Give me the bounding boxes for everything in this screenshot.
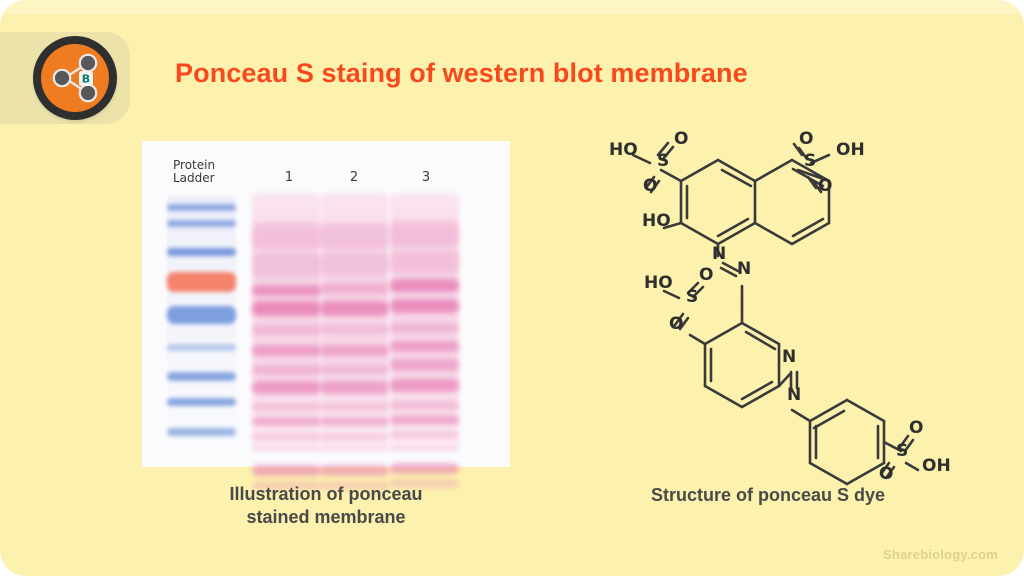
- lane-label-3: 3: [421, 170, 431, 185]
- atom-label-oh-5: OH: [836, 140, 865, 160]
- atom-label-s-6: S: [804, 151, 816, 171]
- lane2-band-5: [320, 325, 389, 334]
- ladder-band-6: [167, 344, 236, 351]
- atom-label-o-14: O: [699, 265, 713, 285]
- ladder-label-line1: Protein: [173, 158, 216, 172]
- page-title: Ponceau S staing of western blot membran…: [175, 58, 748, 88]
- lane3-band-14: [390, 479, 459, 488]
- lane3-band-2: [390, 251, 459, 273]
- lane3-band-7: [390, 359, 459, 371]
- atom-label-o-20: O: [879, 464, 893, 484]
- gel-illustration-panel: Protein Ladder 1 2 3: [142, 141, 510, 490]
- atom-label-n-11: N: [737, 259, 751, 279]
- left-caption-line2: stained membrane: [246, 507, 406, 527]
- lane1-band-12: [252, 445, 321, 451]
- lane-label-1: 1: [284, 170, 294, 185]
- ladder-band-9: [167, 428, 236, 436]
- lane-label-2: 2: [349, 170, 359, 185]
- lane2-band-8: [320, 381, 389, 394]
- lane2-band-2: [320, 253, 389, 275]
- lane2-band-6: [320, 345, 389, 356]
- lane1-band-9: [252, 403, 321, 411]
- lane2-band-1: [320, 223, 389, 249]
- lane1-band-3: [252, 285, 321, 296]
- lane2-band-11: [320, 433, 389, 441]
- atom-label-o-8: O: [818, 176, 832, 196]
- lane2-band-14: [320, 481, 389, 490]
- ladder-band-group: [167, 196, 236, 448]
- lane1-band-7: [252, 365, 321, 375]
- atom-label-ho-12: HO: [644, 273, 673, 293]
- lane1-band-11: [252, 433, 321, 441]
- atom-label-ho-9: HO: [642, 211, 671, 231]
- left-caption-line1: Illustration of ponceau: [229, 484, 423, 504]
- atom-label-oh-21: OH: [922, 456, 951, 476]
- lane1-band-5: [252, 325, 321, 335]
- atom-label-o-15: O: [669, 314, 683, 334]
- lane3-band-11: [390, 431, 459, 439]
- lane3-band-5: [390, 323, 459, 333]
- atom-label-o-7: O: [799, 129, 813, 149]
- ladder-band-8: [167, 398, 236, 406]
- atom-label-n-16: N: [782, 347, 796, 367]
- lane3-band-10: [390, 415, 459, 425]
- lane3-band-3: [390, 279, 459, 292]
- logo-b-badge: B: [79, 71, 93, 86]
- lane2-band-9: [320, 403, 389, 411]
- logo-disc: [41, 44, 109, 112]
- lane1-band-4: [252, 301, 321, 316]
- atom-label-o-4: O: [643, 176, 657, 196]
- atom-label-s-13: S: [686, 287, 698, 307]
- share-network-icon: B: [52, 53, 98, 103]
- ladder-band-3: [167, 248, 236, 256]
- lane2-band-13: [320, 465, 389, 476]
- lane-1-band-group: [252, 193, 321, 490]
- ladder-band-7: [167, 372, 236, 381]
- right-figure-caption: Structure of ponceau S dye: [650, 485, 886, 505]
- lane-2-band-group: [320, 193, 389, 490]
- atom-label-n-10: N: [712, 244, 726, 264]
- lane3-band-4: [390, 299, 459, 313]
- ladder-band-1: [167, 204, 236, 211]
- lane1-band-1: [252, 223, 321, 249]
- atom-label-s-2: S: [657, 151, 669, 171]
- lane2-band-4: [320, 301, 389, 316]
- sample-lane-1: [252, 193, 321, 451]
- atom-label-n-17: N: [787, 385, 801, 405]
- lane1-band-2: [252, 253, 321, 277]
- sample-lane-3: [390, 193, 459, 451]
- top-sheen-strip: [0, 0, 1024, 14]
- lane3-band-9: [390, 401, 459, 410]
- atom-label-o-3: O: [674, 129, 688, 149]
- lane3-band-6: [390, 341, 459, 352]
- atom-label-s-18: S: [896, 441, 908, 461]
- lane1-band-14: [252, 481, 321, 490]
- lane3-band-12: [390, 445, 459, 451]
- left-figure-caption: Illustration of ponceau stained membrane: [142, 483, 510, 529]
- site-watermark: Sharebiology.com: [883, 547, 998, 562]
- lane1-band-8: [252, 381, 321, 394]
- lane2-band-12: [320, 445, 389, 451]
- lane1-band-10: [252, 417, 321, 426]
- ladder-band-5: [167, 306, 236, 324]
- ladder-label-line2: Ladder: [173, 171, 215, 185]
- ladder-label: Protein Ladder: [173, 159, 243, 185]
- atom-label-ho-1: HO: [609, 140, 638, 160]
- lane-3-band-group: [390, 193, 459, 488]
- lane2-band-7: [320, 365, 389, 374]
- lane2-band-10: [320, 417, 389, 426]
- lane1-band-13: [252, 465, 321, 476]
- lane2-band-3: [320, 283, 389, 294]
- atom-label-o-19: O: [909, 418, 923, 438]
- svg-text:B: B: [82, 73, 90, 86]
- ladder-band-4: [167, 272, 236, 292]
- lane3-band-13: [390, 463, 459, 474]
- sample-lane-2: [320, 193, 389, 451]
- ladder-band-2: [167, 220, 236, 227]
- lane3-band-1: [390, 221, 459, 247]
- lane1-band-6: [252, 345, 321, 356]
- lane3-band-8: [390, 379, 459, 392]
- sharebiology-logo[interactable]: B: [33, 36, 117, 120]
